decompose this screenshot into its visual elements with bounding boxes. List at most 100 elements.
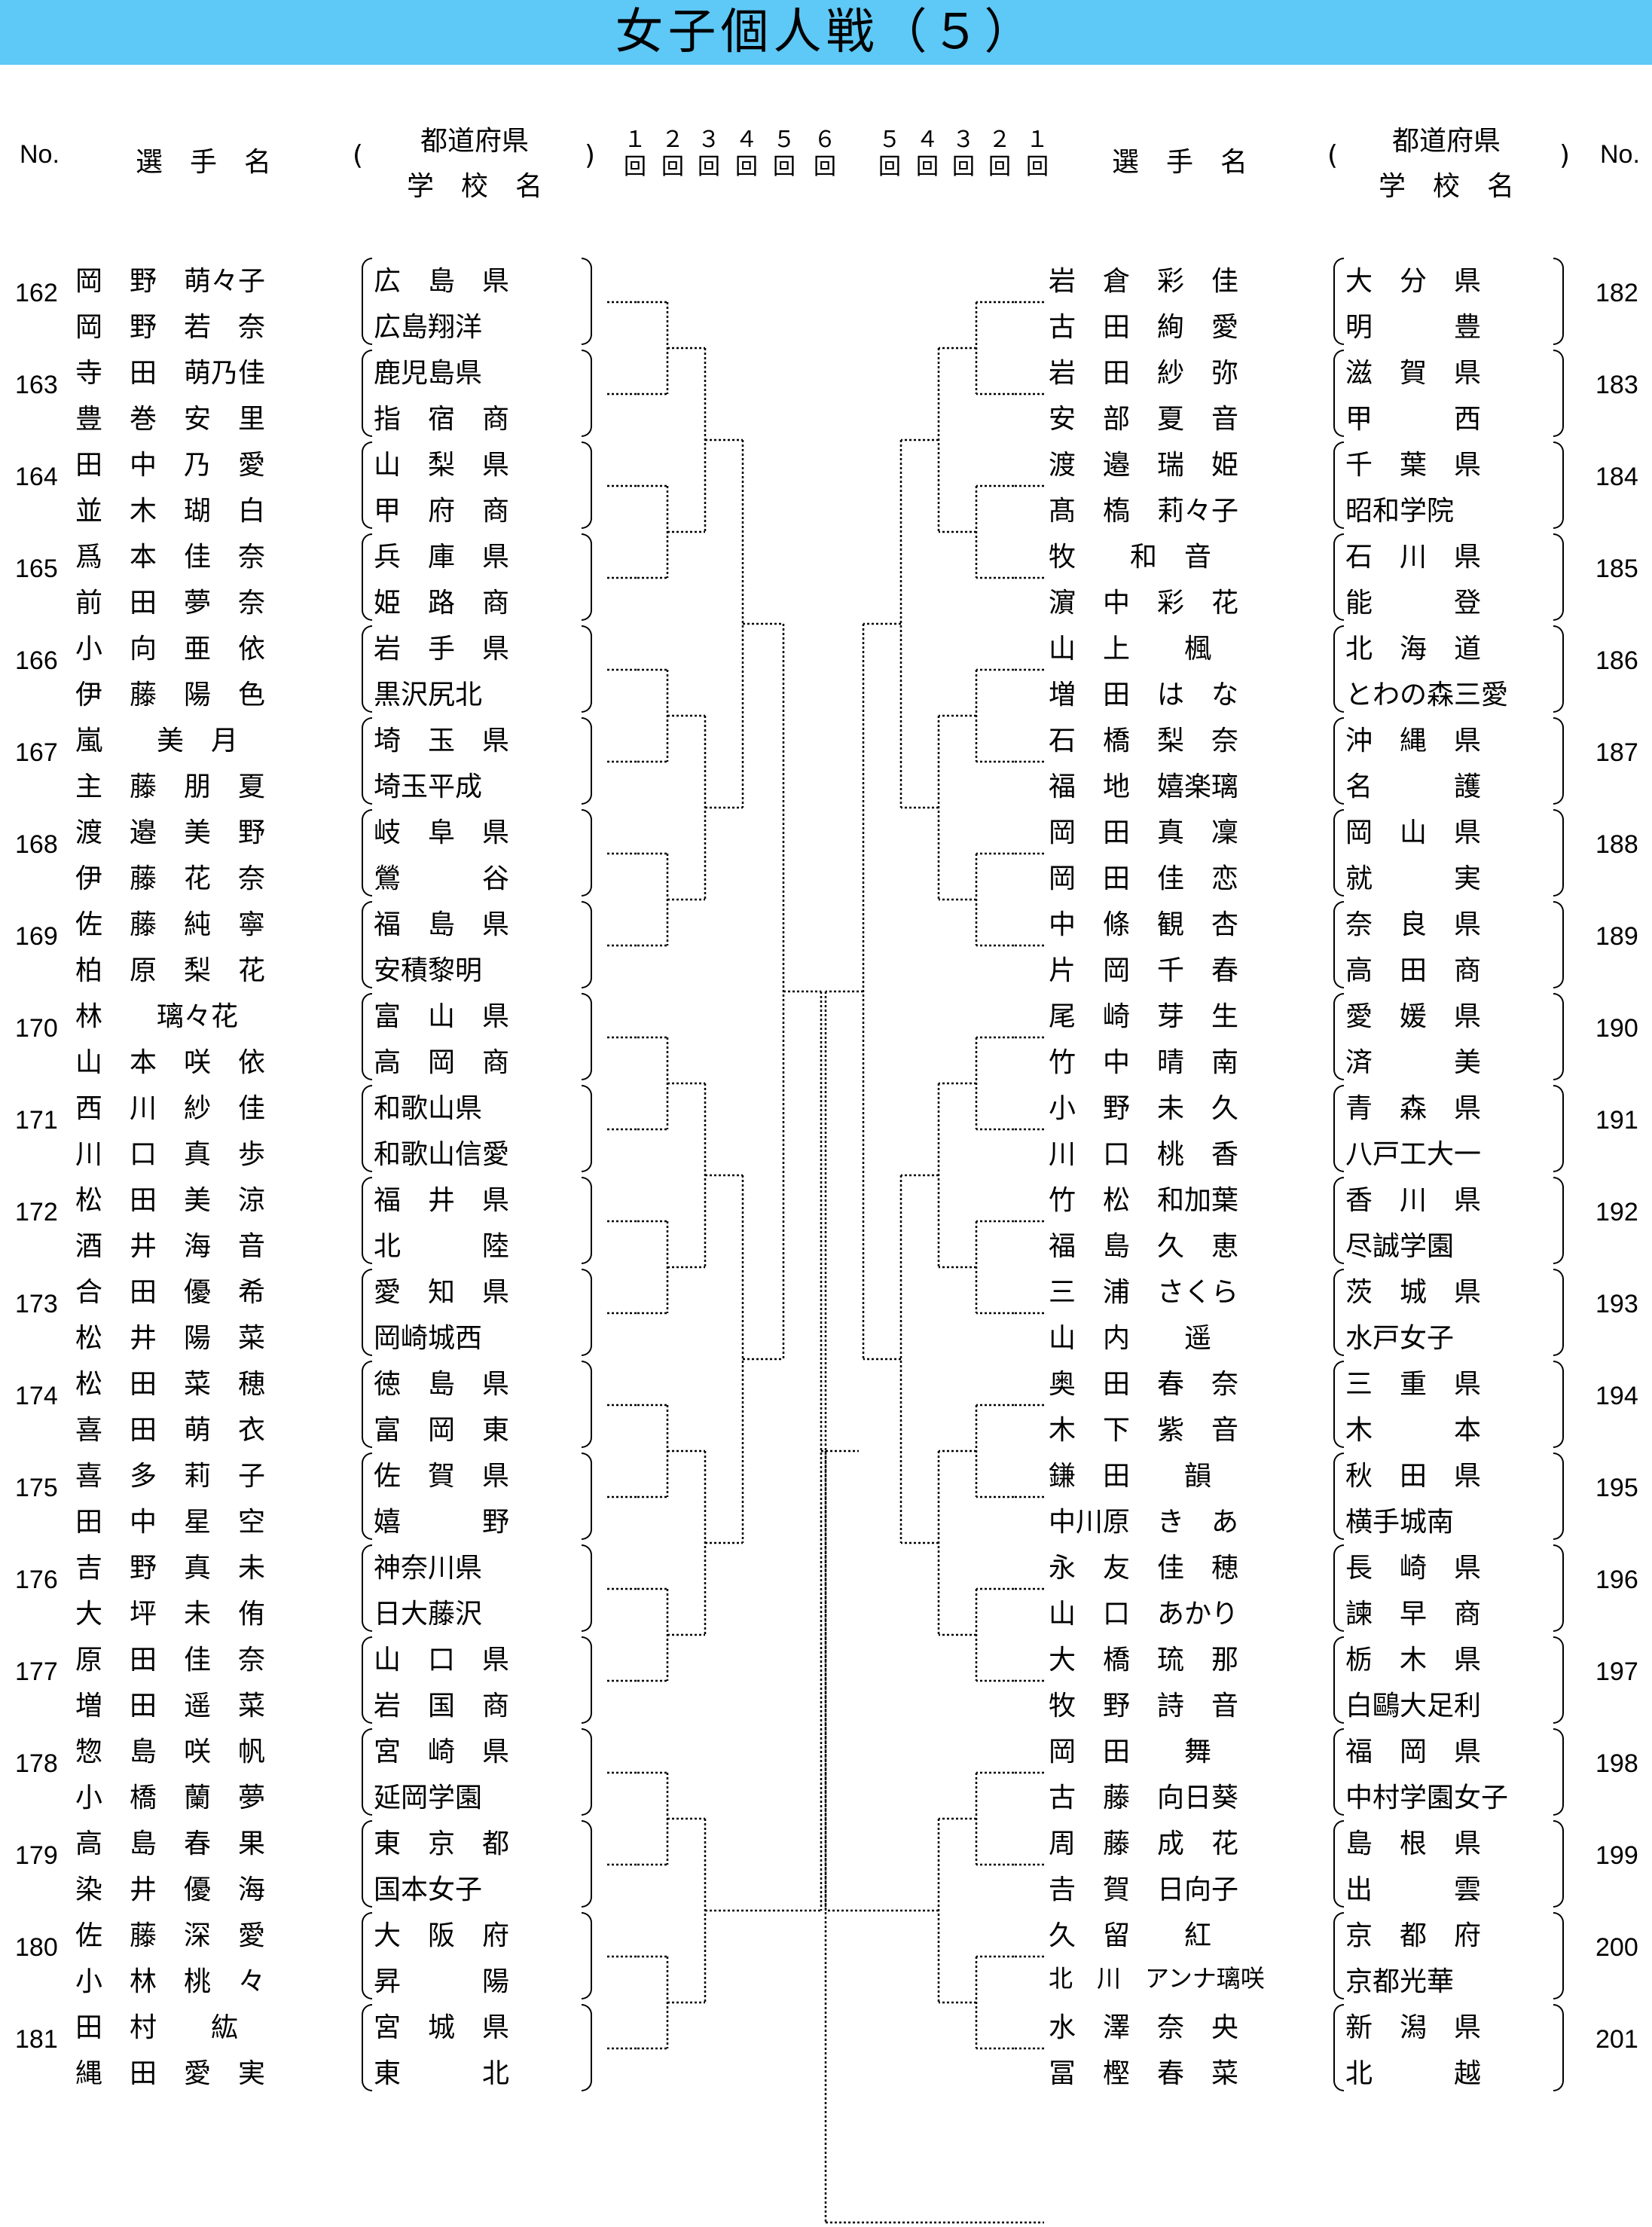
entry-right-200-player-1: 久 留 紅	[1049, 1920, 1212, 1951]
entry-right-191-player-1: 小 野 未 久	[1049, 1093, 1239, 1124]
entry-right-186-prefecture: 北 海 道	[1345, 634, 1482, 664]
entry-left-174-prefecture: 徳 島 県	[374, 1369, 510, 1400]
entry-left-171-player-1: 西 川 紗 佳	[75, 1093, 266, 1124]
entry-left-169-school: 安積黎明	[374, 955, 483, 986]
entry-left-179-player-2: 染 井 優 海	[75, 1874, 266, 1905]
entry-left-181-school: 東 北	[374, 2058, 510, 2089]
entry-right-190-school: 済 美	[1345, 1047, 1482, 1078]
entry-right-195-player-1: 鎌 田 韻	[1049, 1461, 1212, 1492]
entry-left-173-player-2: 松 井 陽 菜	[75, 1323, 266, 1354]
entry-left-181-player-1: 田 村 紘	[75, 2012, 239, 2043]
entry-right-184-school: 昭和学院	[1345, 496, 1455, 527]
entry-right-188-number: 188	[1596, 830, 1638, 859]
entry-right-188-player-2: 岡 田 佳 恋	[1049, 863, 1239, 894]
entry-left-174-player-1: 松 田 菜 穂	[75, 1369, 266, 1400]
entry-right-193-player-2: 山 内 遥	[1049, 1323, 1212, 1354]
entry-left-170-prefecture: 富 山 県	[374, 1001, 510, 1032]
entry-left-175-prefecture: 佐 賀 県	[374, 1461, 510, 1492]
entry-right-199-number: 199	[1596, 1841, 1638, 1870]
entry-left-180-player-1: 佐 藤 深 愛	[75, 1920, 266, 1951]
round-label-right-1: ５ 回	[878, 127, 901, 180]
entry-right-197-player-2: 牧 野 詩 音	[1049, 1691, 1239, 1721]
entry-left-171-prefecture: 和歌山県	[374, 1093, 483, 1124]
entry-left-164-school: 甲 府 商	[374, 496, 510, 527]
round-label-left-5: ５ 回	[773, 127, 795, 180]
entry-right-201-number: 201	[1596, 2025, 1638, 2054]
entry-left-178-player-2: 小 橋 蘭 夢	[75, 1783, 266, 1813]
entry-left-165-prefecture: 兵 庫 県	[374, 542, 510, 573]
entry-right-200-prefecture: 京 都 府	[1345, 1920, 1482, 1951]
entry-left-177-number: 177	[15, 1657, 58, 1686]
entry-right-191-school: 八戸工大一	[1345, 1139, 1482, 1170]
entry-right-182-player-1: 岩 倉 彩 佳	[1049, 266, 1239, 297]
entry-left-181-number: 181	[15, 2025, 58, 2054]
entry-left-166-player-1: 小 向 亜 依	[75, 634, 266, 664]
entry-left-173-player-1: 合 田 優 希	[75, 1277, 266, 1308]
entry-right-187-player-1: 石 橋 梨 奈	[1049, 726, 1239, 756]
entry-left-175-player-1: 喜 多 莉 子	[75, 1461, 266, 1492]
round-label-right-2: ４ 回	[916, 127, 939, 180]
entry-left-180-player-2: 小 林 桃 々	[75, 1966, 266, 1997]
entry-right-196-school: 諫 早 商	[1345, 1599, 1482, 1630]
entry-left-180-school: 昇 陽	[374, 1966, 510, 1997]
entry-left-173-number: 173	[15, 1290, 58, 1318]
header-pref-right: 都道府県	[1392, 126, 1501, 157]
entry-right-188-prefecture: 岡 山 県	[1345, 817, 1482, 848]
entry-right-186-school: とわの森三愛	[1345, 680, 1509, 710]
entry-right-184-prefecture: 千 葉 県	[1345, 450, 1482, 481]
entry-right-189-school: 高 田 商	[1345, 955, 1482, 986]
entry-right-190-player-1: 尾 崎 芽 生	[1049, 1001, 1239, 1032]
entry-left-173-prefecture: 愛 知 県	[374, 1277, 510, 1308]
header-player-left: 選 手 名	[136, 147, 272, 178]
entry-left-164-number: 164	[15, 463, 58, 491]
entry-left-180-prefecture: 大 阪 府	[374, 1920, 510, 1951]
entry-right-194-school: 木 本	[1345, 1415, 1482, 1446]
entry-right-186-number: 186	[1596, 646, 1638, 675]
entry-right-187-player-2: 福 地 嬉楽璃	[1049, 771, 1239, 802]
entry-left-168-player-2: 伊 藤 花 奈	[75, 863, 266, 894]
round-label-right-5: １ 回	[1026, 127, 1049, 180]
entry-left-165-number: 165	[15, 554, 58, 583]
entry-right-186-player-2: 増 田 は な	[1049, 680, 1239, 710]
entry-right-183-player-1: 岩 田 紗 弥	[1049, 358, 1239, 389]
entry-left-168-prefecture: 岐 阜 県	[374, 817, 510, 848]
entry-right-185-number: 185	[1596, 554, 1638, 583]
entry-left-170-school: 高 岡 商	[374, 1047, 510, 1078]
entry-left-167-school: 埼玉平成	[374, 771, 483, 802]
entry-left-172-school: 北 陸	[374, 1231, 510, 1262]
entry-left-176-player-1: 吉 野 真 未	[75, 1553, 266, 1584]
round-label-left-1: １ 回	[624, 127, 646, 180]
entry-right-191-number: 191	[1596, 1106, 1638, 1135]
entry-right-201-school: 北 越	[1345, 2058, 1482, 2089]
entry-left-168-school: 鶯 谷	[374, 863, 510, 894]
entry-right-185-player-2: 濵 中 彩 花	[1049, 588, 1239, 619]
round-label-left-2: ２ 回	[661, 127, 684, 180]
entry-right-192-prefecture: 香 川 県	[1345, 1185, 1482, 1216]
entry-left-170-number: 170	[15, 1014, 58, 1043]
entry-left-162-number: 162	[15, 279, 58, 307]
round-label-left-4: ４ 回	[735, 127, 758, 180]
entry-right-185-player-1: 牧 和 音	[1049, 542, 1212, 573]
entry-right-182-number: 182	[1596, 279, 1638, 307]
header-paren-close-left: )	[585, 140, 596, 171]
entry-left-164-player-1: 田 中 乃 愛	[75, 450, 266, 481]
entry-right-198-player-1: 岡 田 舞	[1049, 1737, 1212, 1767]
entry-right-201-player-1: 水 澤 奈 央	[1049, 2012, 1239, 2043]
entry-right-189-prefecture: 奈 良 県	[1345, 909, 1482, 940]
entry-right-198-number: 198	[1596, 1749, 1638, 1778]
entry-right-199-player-1: 周 藤 成 花	[1049, 1828, 1239, 1859]
entry-left-175-number: 175	[15, 1474, 58, 1502]
entry-left-178-number: 178	[15, 1749, 58, 1778]
entry-left-173-school: 岡崎城西	[374, 1323, 483, 1354]
entry-right-187-prefecture: 沖 縄 県	[1345, 726, 1482, 756]
entry-right-194-prefecture: 三 重 県	[1345, 1369, 1482, 1400]
entry-left-166-number: 166	[15, 646, 58, 675]
entry-right-182-player-2: 古 田 絢 愛	[1049, 312, 1239, 343]
entry-right-196-prefecture: 長 崎 県	[1345, 1553, 1482, 1584]
entry-left-179-player-1: 高 島 春 果	[75, 1828, 266, 1859]
header-paren-open-right: (	[1327, 140, 1339, 171]
entry-left-164-prefecture: 山 梨 県	[374, 450, 510, 481]
entry-right-192-school: 尽誠学園	[1345, 1231, 1455, 1262]
entry-right-194-player-2: 木 下 紫 音	[1049, 1415, 1239, 1446]
